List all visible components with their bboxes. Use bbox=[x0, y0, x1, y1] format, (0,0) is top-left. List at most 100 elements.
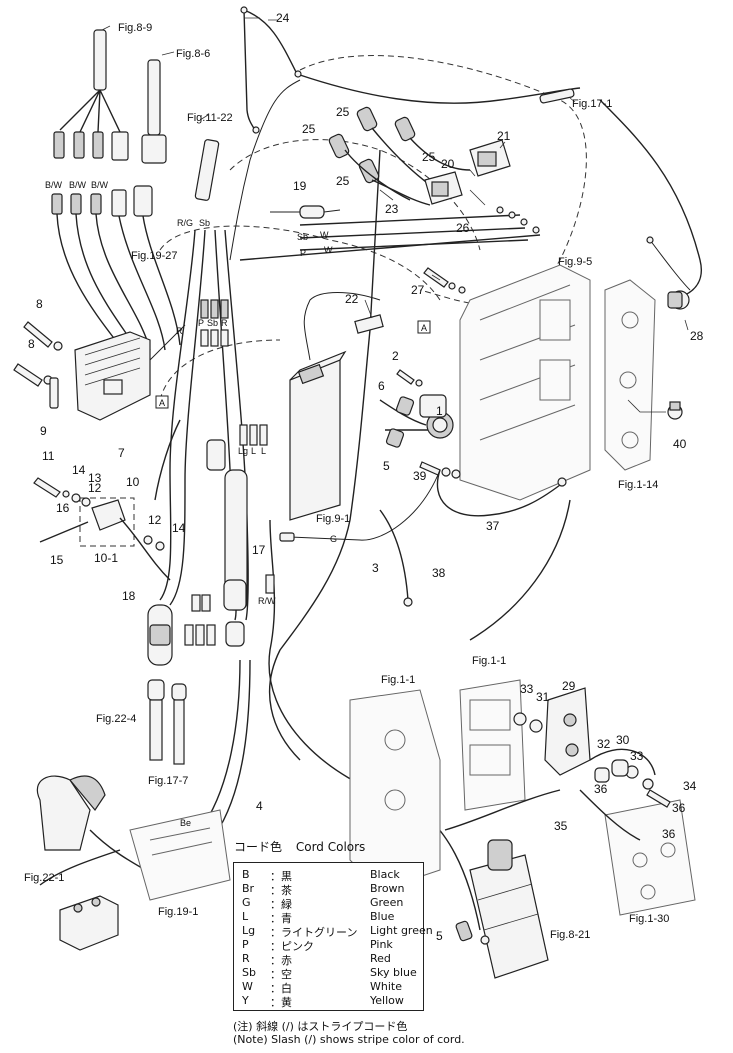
figref-22-1: Fig.22-1 bbox=[24, 872, 64, 884]
lower-block-fig1-1 bbox=[349, 689, 441, 891]
legend-jp: ：茶 bbox=[270, 884, 292, 897]
cdi-unit bbox=[289, 350, 347, 521]
legend-title-en: Cord Colors bbox=[295, 840, 366, 854]
ref-a-box-left bbox=[155, 395, 169, 409]
legend-en: Light green bbox=[370, 924, 433, 937]
figref-17-7: Fig.17-7 bbox=[148, 775, 188, 787]
legend-jp: ：青 bbox=[270, 912, 292, 925]
lead-24 bbox=[240, 6, 302, 134]
bolt-11 bbox=[33, 477, 91, 507]
ignition-coil-20 bbox=[424, 171, 463, 205]
legend-code: Lg bbox=[242, 924, 256, 937]
wire-label-w-1: W bbox=[320, 230, 329, 240]
callout-19: 19 bbox=[293, 179, 307, 193]
wire-label-bw-3: B/W bbox=[91, 180, 109, 190]
bolt-8-lower bbox=[13, 363, 53, 387]
callout-30: 30 bbox=[616, 733, 630, 747]
callout-38: 38 bbox=[432, 566, 446, 580]
wire-label-sb-2: Sb bbox=[297, 232, 308, 242]
bolt-39 bbox=[419, 461, 461, 479]
callout-27: 27 bbox=[411, 283, 425, 297]
legend-en: Brown bbox=[370, 882, 405, 895]
wire-label-r-2: R bbox=[221, 318, 228, 328]
legend-title: コード色 Cord Colors bbox=[234, 838, 375, 855]
callout-8b: 8 bbox=[28, 337, 35, 351]
washers-31-33 bbox=[513, 712, 654, 790]
legend-jp: ：黒 bbox=[270, 870, 292, 883]
callout-36c: 36 bbox=[662, 827, 676, 841]
ref-a-box-right bbox=[417, 320, 431, 334]
connector-22 bbox=[354, 314, 384, 334]
callout-20: 20 bbox=[441, 157, 455, 171]
legend-jp: ：ライトグリーン bbox=[270, 926, 358, 939]
wire-label-bw-2: B/W bbox=[69, 180, 87, 190]
wire-label-p-2: P bbox=[198, 318, 204, 328]
callout-26: 26 bbox=[456, 221, 470, 235]
callout-28: 28 bbox=[690, 329, 704, 343]
cylinder-block bbox=[459, 264, 591, 501]
bw-connectors bbox=[51, 185, 153, 217]
remote-control bbox=[36, 775, 106, 851]
callout-15: 15 bbox=[50, 553, 64, 567]
figref-8-9: Fig.8-9 bbox=[118, 22, 152, 34]
callout-33a: 33 bbox=[520, 682, 534, 696]
note-en: (Note) Slash (/) shows stripe color of c… bbox=[233, 1033, 465, 1046]
figref-9-1: Fig.9-1 bbox=[316, 513, 350, 525]
wire-label-be: Be bbox=[180, 818, 191, 828]
callout-11: 11 bbox=[42, 449, 55, 463]
figref-1-1-left: Fig.1-1 bbox=[381, 674, 415, 686]
harness-fig8-9 bbox=[53, 29, 129, 161]
grommet-40 bbox=[667, 401, 683, 420]
cord-color-table: B ：黒 Black Br ：茶 Brown G ：緑 Green L ：青 B… bbox=[233, 862, 433, 1011]
plug-cap-6 bbox=[395, 396, 415, 416]
legend-code: R bbox=[242, 952, 250, 965]
wire-label-rg: R/G bbox=[177, 218, 193, 228]
figref-11-22: Fig.11-22 bbox=[187, 112, 233, 124]
figref-8-6: Fig.8-6 bbox=[176, 48, 210, 60]
callout-37: 37 bbox=[486, 519, 500, 533]
legend-en: Blue bbox=[370, 910, 395, 923]
callout-34: 34 bbox=[683, 779, 697, 793]
callout-18: 18 bbox=[122, 589, 136, 603]
figref-17-1: Fig.17-1 bbox=[572, 98, 612, 110]
wire-label-r-1: R bbox=[176, 326, 183, 336]
cable-end-5 bbox=[455, 920, 490, 945]
callout-40: 40 bbox=[673, 437, 687, 451]
legend-code: L bbox=[242, 910, 249, 923]
callout-33b: 33 bbox=[630, 749, 644, 763]
callout-9: 9 bbox=[40, 424, 47, 438]
figref-8-21: Fig.8-21 bbox=[550, 929, 590, 941]
callout-32: 32 bbox=[597, 737, 611, 751]
inner-dashed-outline bbox=[229, 139, 481, 251]
terminals-26 bbox=[496, 206, 540, 234]
lower-dashed-outline bbox=[159, 339, 281, 401]
battery bbox=[59, 895, 119, 951]
ref-a-left: A bbox=[159, 398, 165, 408]
callout-25a: 25 bbox=[336, 105, 350, 119]
callout-3: 3 bbox=[372, 561, 379, 575]
callout-6: 6 bbox=[378, 379, 385, 393]
legend-jp: ：空 bbox=[270, 968, 292, 981]
legend-code: G bbox=[242, 896, 251, 909]
lower-block-right-fig1-1 bbox=[459, 679, 526, 811]
legend-title-jp: コード色 bbox=[234, 840, 283, 854]
callout-1: 1 bbox=[436, 404, 443, 418]
callout-14b: 14 bbox=[172, 521, 186, 535]
collar-9 bbox=[49, 377, 59, 409]
leads-fig22-4 bbox=[147, 679, 187, 765]
panel-fig19-1 bbox=[129, 809, 231, 901]
callout-36a: 36 bbox=[594, 782, 608, 796]
legend-code: Sb bbox=[242, 966, 256, 979]
callout-14a: 14 bbox=[72, 463, 86, 477]
callout-12b: 12 bbox=[148, 513, 162, 527]
callout-29: 29 bbox=[562, 679, 576, 693]
callout-7: 7 bbox=[118, 446, 125, 460]
callout-10: 10 bbox=[126, 475, 140, 489]
wire-label-sb-3: Sb bbox=[207, 318, 218, 328]
callout-31: 31 bbox=[536, 690, 550, 704]
callout-5b: 5 bbox=[436, 929, 443, 943]
starter-relay-29 bbox=[544, 687, 591, 776]
sensor-28 bbox=[667, 290, 690, 310]
legend-code: P bbox=[242, 938, 249, 951]
